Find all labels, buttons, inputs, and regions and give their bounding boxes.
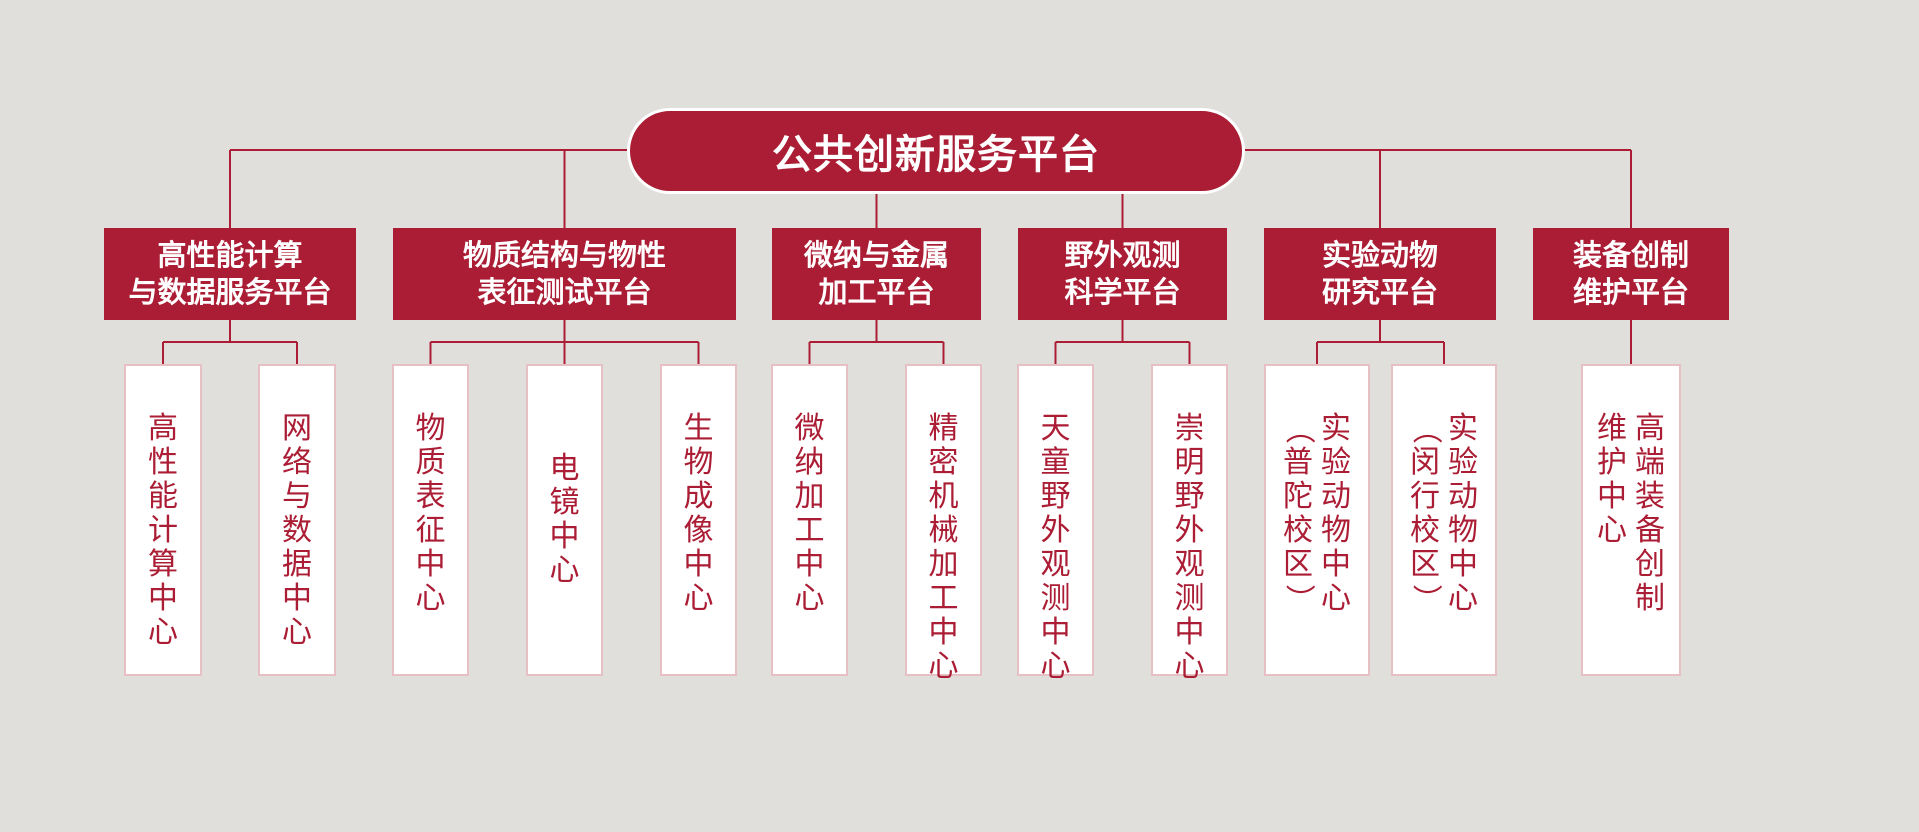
center-label-column: 电镜中心 (549, 451, 580, 588)
platform-label-line: 高性能计算 (157, 237, 303, 272)
platform-label-line: 装备创制 (1572, 237, 1689, 272)
center-label-column: 维护中心 (1597, 411, 1627, 548)
platform-label-line: 维护平台 (1572, 275, 1689, 309)
center-node: 高性能计算中心 (124, 364, 202, 676)
root-node: 公共创新服务平台 (627, 108, 1245, 194)
center-label-column: 高端装备创制 (1635, 411, 1665, 616)
platform-node: 野外观测科学平台 (1018, 228, 1227, 320)
platform-label-line: 科学平台 (1064, 275, 1181, 309)
root-label: 公共创新服务平台 (772, 132, 1100, 178)
center-node: 电镜中心 (526, 364, 603, 676)
center-node: 崇明野外观测中心 (1151, 364, 1228, 684)
center-node: 微纳加工中心 (771, 364, 848, 676)
platform-node: 微纳与金属加工平台 (772, 228, 981, 320)
center-node: 天童野外观测中心 (1017, 364, 1094, 684)
center-node: 生物成像中心 (660, 364, 737, 676)
center-label-column: 实验动物中心 (1321, 411, 1351, 616)
center-label-column: （普陀校区） (1281, 414, 1316, 614)
center-label-column: 精密机械加工中心 (928, 411, 959, 684)
center-node: 物质表征中心 (392, 364, 469, 676)
center-label-column: 高性能计算中心 (148, 411, 178, 650)
center-label-column: 物质表征中心 (415, 411, 446, 616)
center-node: 实验动物中心（闵行校区） (1391, 364, 1497, 676)
center-label-column: （闵行校区） (1408, 414, 1443, 614)
center-label-column: 天童野外观测中心 (1040, 411, 1071, 684)
platform-label-line: 物质结构与物性 (462, 237, 666, 272)
center-node: 精密机械加工中心 (905, 364, 982, 684)
platform-label-line: 研究平台 (1321, 275, 1438, 309)
platform-node: 装备创制维护平台 (1533, 228, 1729, 320)
platform-label-line: 加工平台 (818, 275, 935, 309)
platform-node: 高性能计算与数据服务平台 (104, 228, 356, 320)
platform-label-line: 野外观测 (1064, 237, 1181, 272)
platform-label-line: 实验动物 (1321, 237, 1438, 272)
platform-node: 实验动物研究平台 (1264, 228, 1496, 320)
center-label-column: 实验动物中心 (1448, 411, 1478, 616)
platform-label-line: 表征测试平台 (477, 275, 652, 309)
center-node: 实验动物中心（普陀校区） (1264, 364, 1370, 676)
center-label-column: 生物成像中心 (683, 411, 714, 616)
center-node: 网络与数据中心 (258, 364, 336, 676)
center-label-column: 微纳加工中心 (794, 411, 825, 616)
platform-label-line: 与数据服务平台 (128, 275, 332, 309)
platform-node: 物质结构与物性表征测试平台 (393, 228, 736, 320)
center-label-column: 网络与数据中心 (282, 411, 312, 650)
center-label-column: 崇明野外观测中心 (1174, 411, 1205, 684)
center-node: 高端装备创制维护中心 (1581, 364, 1681, 676)
platform-label-line: 微纳与金属 (803, 237, 949, 272)
